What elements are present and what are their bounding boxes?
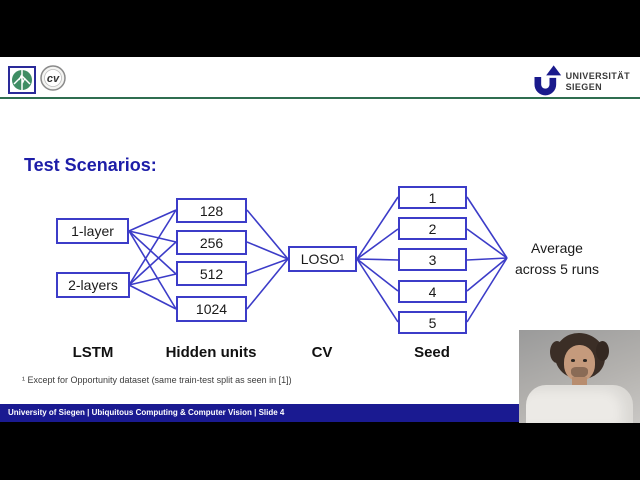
average-label: Average across 5 runs (505, 238, 609, 280)
siegen-wordmark: UNIVERSITÄT SIEGEN (566, 71, 630, 93)
node-lstm-2-layers: 2-layers (56, 272, 130, 298)
top-letterbox (0, 0, 640, 57)
node-cv-loso: LOSO¹ (288, 246, 357, 272)
footer-bar: University of Siegen | Ubiquitous Comput… (0, 404, 640, 422)
column-label-hidden: Hidden units (165, 344, 257, 361)
slide-canvas: cv UNIVERSITÄT SIEGEN Test Scenarios: 1-… (0, 57, 640, 404)
node-seed-2: 2 (398, 217, 467, 240)
slide-title: Test Scenarios: (24, 155, 157, 175)
presenter-shirt (526, 385, 633, 423)
cv-logo-text: cv (47, 73, 60, 85)
siegen-u-logo-icon (534, 65, 561, 96)
presenter-eye-right (583, 359, 587, 362)
node-lstm-1-layer: 1-layer (56, 218, 129, 244)
header-divider (0, 97, 640, 99)
node-seed-4: 4 (398, 280, 467, 303)
node-seed-5: 5 (398, 311, 467, 334)
node-hidden-256: 256 (176, 230, 247, 255)
presenter-neck (572, 377, 587, 388)
bottom-letterbox (0, 422, 640, 480)
average-label-line1: Average (531, 240, 583, 256)
footnote: ¹ Except for Opportunity dataset (same t… (22, 375, 292, 385)
column-label-seed: Seed (414, 344, 450, 361)
siegen-wordmark-line2: SIEGEN (565, 82, 603, 92)
node-seed-3: 3 (398, 248, 467, 271)
presenter-beard (571, 367, 588, 378)
node-hidden-128: 128 (176, 198, 247, 223)
siegen-wordmark-line1: UNIVERSITÄT (565, 71, 630, 81)
presenter-eye-left (571, 359, 575, 362)
ubicomp-logo-icon (8, 66, 36, 94)
presenter-webcam (519, 330, 640, 423)
node-hidden-512: 512 (176, 261, 247, 286)
presenter-face (564, 345, 595, 381)
node-seed-1: 1 (398, 186, 467, 209)
footer-text: University of Siegen | Ubiquitous Comput… (8, 408, 285, 417)
column-label-cv: CV (311, 344, 333, 361)
node-hidden-1024: 1024 (176, 296, 247, 322)
column-label-lstm: LSTM (72, 344, 114, 361)
cv-lab-logo-icon: cv (40, 65, 66, 91)
siegen-logo-block: UNIVERSITÄT SIEGEN (532, 65, 630, 99)
average-label-line2: across 5 runs (514, 261, 600, 277)
